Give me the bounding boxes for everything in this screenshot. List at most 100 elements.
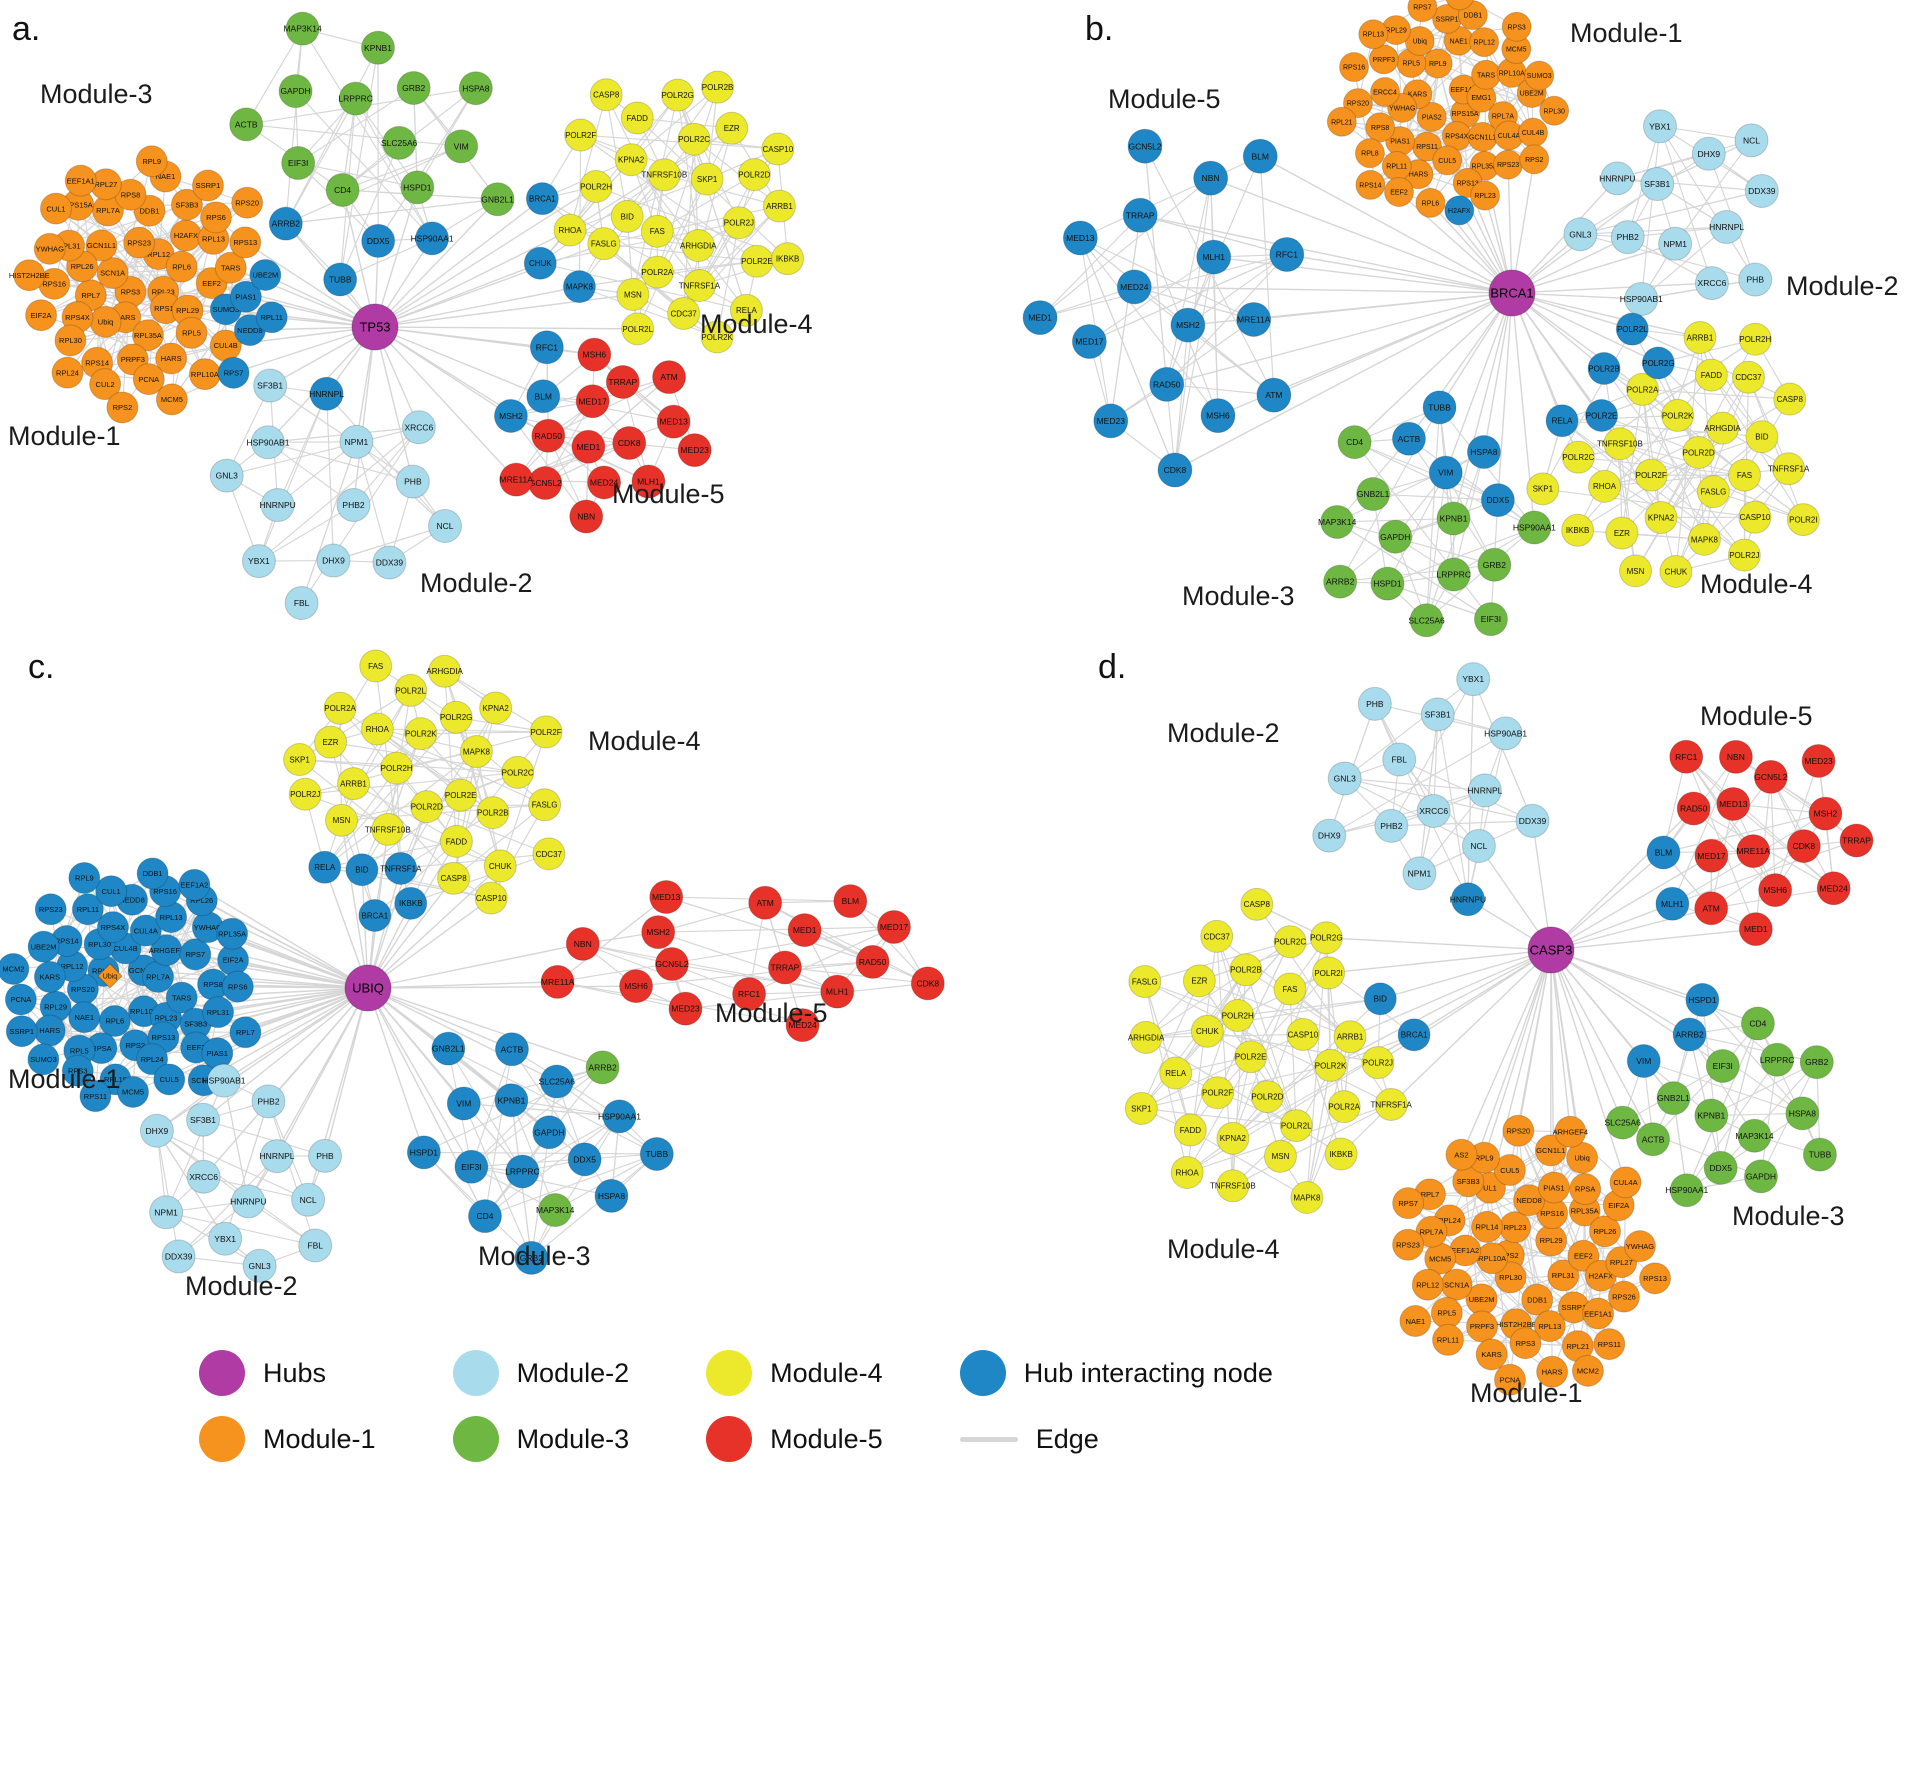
gene-node-label: YWHAG [1626,1242,1655,1251]
gene-node-label: RPL23 [1474,193,1496,200]
gene-node-label: RAD50 [1680,804,1708,814]
gene-node-label: RPL26 [71,262,94,271]
gene-node-FADD [1694,358,1728,392]
gene-node-label: CUL4A [1498,133,1521,140]
hub-edge [367,987,603,1068]
gene-node-label: YBX1 [1649,121,1671,131]
gene-node-PIAS1 [1537,1171,1570,1204]
gene-node-label: RPL7 [81,291,100,300]
gene-node-label: DDB1 [1527,1295,1547,1304]
gene-node-label: RPL12 [1416,1280,1439,1289]
gene-node-label: TNFRSF10B [365,825,411,834]
hub-node-UBIQ [344,964,392,1012]
edge [1577,398,1791,531]
gene-node-label: MSN [1272,1152,1290,1161]
edge [685,982,928,1010]
gene-node-POLR2J [722,206,756,240]
edge [748,926,895,995]
edge [413,88,418,188]
gene-node-DDX39 [1515,803,1550,838]
gene-node-label: ARHGDIA [680,241,717,250]
module-label: Module-4 [1700,569,1813,599]
hub-edge [1166,292,1513,386]
gene-node-label: RPS14 [85,358,109,367]
gene-node-IKBKB [394,886,428,920]
gene-node-EEF2 [1567,1239,1600,1272]
gene-node-label: EEF2 [1390,190,1408,197]
hub-edge [1511,292,1701,339]
gene-node-label: RFC1 [1675,752,1697,762]
gene-node-HSPD1 [1685,982,1720,1017]
gene-node-label: ACTB [235,119,258,129]
gene-node-label: GNL3 [216,471,238,481]
edge [539,159,632,264]
gene-node-HARS [1536,1355,1569,1388]
gene-node-RPL11 [1432,1323,1465,1356]
gene-node-TNFRSF10B [371,812,405,846]
gene-node-label: RPS23 [1497,162,1519,169]
gene-node-FADD [620,101,654,135]
gene-node-TUBB [323,262,358,297]
gene-node-label: MED1 [1744,924,1768,934]
edge [1391,820,1533,827]
edge [463,1103,532,1259]
gene-node-label: MED24 [788,1020,817,1030]
gene-node-label: GRB2 [402,83,425,93]
edge [1689,1034,1803,1114]
gene-node-label: ATM [1265,390,1282,400]
gene-node-label: YBX1 [1462,674,1484,684]
gene-node-label: MRE11A [1737,846,1771,856]
gene-node-label: DHX9 [322,556,345,566]
gene-node-GRB2 [514,1240,549,1275]
module4-swatch-icon [706,1350,753,1396]
gene-node-label: RPL13 [160,913,183,922]
gene-node-MSH2 [641,915,676,950]
gene-node-label: XRCC6 [1698,278,1727,288]
gene-node-RPL26 [1445,0,1474,11]
gene-node-label: EEF1A1 [1584,1309,1612,1318]
gene-node-EZR [1182,964,1216,998]
gene-node-label: PCNA [1500,1375,1521,1384]
hub-edge [367,987,513,1050]
gene-node-CASP10 [1286,1017,1320,1051]
gene-node-label: GRB2 [1805,1057,1828,1067]
gene-node-label: CASP8 [1777,395,1804,404]
gene-node-label: POLR2J [1729,551,1759,560]
gene-node-DDX39 [1744,173,1779,208]
gene-node-label: PRPF3 [1470,1322,1494,1331]
edge [1686,1112,1803,1191]
gene-node-TNFRSF10B [647,158,681,192]
hub-edge [1349,949,1552,1038]
gene-node-label: EEF2 [187,1043,206,1052]
gene-node-RELA [729,293,763,327]
gene-node-label: XRCC6 [189,1172,218,1182]
gene-node-RPS16 [1339,52,1370,83]
gene-node-label: RPL10A [130,1007,158,1016]
gene-node-CD4 [1337,425,1372,460]
edge [1144,981,1392,1105]
gene-node-MED17 [575,384,610,419]
gene-node-EIF3I [454,1149,489,1184]
gene-node-DDX5 [567,1142,602,1177]
edge [224,1101,270,1239]
gene-node-SKP1 [1124,1091,1158,1125]
gene-node-label: BRCA1 [529,195,556,204]
edge [471,1066,603,1168]
gene-node-RPS4X [96,911,129,944]
gene-node-label: RELA [736,306,758,315]
edge [582,943,838,993]
gene-node-HSPD1 [406,1135,441,1170]
gene-node-label: MED17 [880,922,909,932]
edge [1619,443,1745,556]
gene-node-GCN1L1 [1534,1134,1567,1167]
gene-node-IKBKB [1561,513,1595,547]
gene-node-RPS3 [61,1054,94,1087]
gene-node-label: VIM [454,141,469,151]
gene-node-CASP10 [761,132,795,166]
gene-node-GAPDH [532,1115,567,1150]
gene-node-MED13 [656,404,691,439]
gene-node-HSPD1 [1370,566,1405,601]
gene-node-EIF3I [281,146,316,181]
gene-node-label: DHX9 [1318,831,1341,841]
edge [490,804,546,899]
